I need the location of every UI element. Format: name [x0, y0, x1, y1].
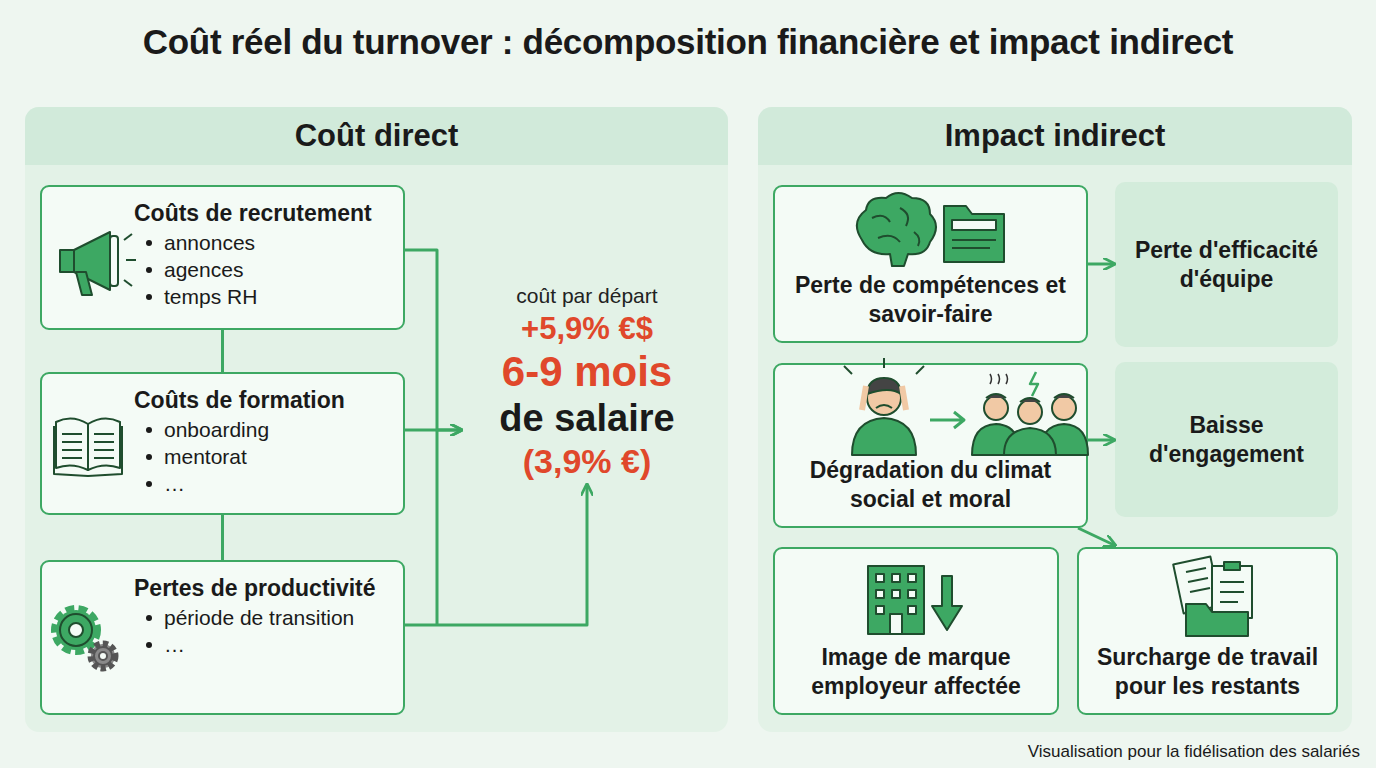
bullet-item: annonces — [134, 229, 393, 256]
bullet-text: annonces — [164, 229, 255, 256]
bullet-dot — [146, 481, 152, 487]
connector — [221, 330, 224, 372]
cost-figure: +5,9% €$ — [462, 310, 712, 348]
filled-node: Perte d'efficacité d'équipe — [1115, 182, 1338, 347]
connector — [405, 430, 587, 625]
connector — [405, 429, 460, 432]
cost-figure: de salaire — [462, 396, 712, 440]
transition-arrow — [930, 412, 964, 428]
gears-icon — [56, 610, 115, 668]
cost-node: coût par départ+5,9% €$6-9 moisde salair… — [462, 282, 712, 482]
box-label: Perte de compétences et savoir-faire — [787, 271, 1074, 329]
filled-node: Baisse d'engagement — [1115, 362, 1338, 517]
panel-node: Impact indirectPerte de compétences et s… — [758, 107, 1352, 732]
book-icon — [54, 418, 122, 476]
bullet-dot — [146, 615, 152, 621]
bullet-text: période de transition — [164, 604, 354, 631]
bullet-text: mentorat — [164, 443, 247, 470]
box-label: Surcharge de travail pour les restants — [1091, 643, 1324, 701]
bullet-item: … — [134, 470, 393, 497]
megaphone-icon — [60, 232, 136, 295]
connector — [1088, 263, 1113, 266]
bullet-item: mentorat — [134, 443, 393, 470]
box-label: Perte d'efficacité d'équipe — [1127, 236, 1326, 294]
bullet-text: temps RH — [164, 283, 257, 310]
box-heading: Pertes de productivité — [134, 574, 393, 602]
bullet-dot — [146, 267, 152, 273]
bullet-text: agences — [164, 256, 243, 283]
box-label: Dégradation du climat social et moral — [787, 456, 1074, 514]
diagram-title: Coût réel du turnover : décomposition fi… — [0, 22, 1376, 62]
connector — [1088, 439, 1113, 442]
bullet-item: … — [134, 631, 393, 658]
connector — [405, 250, 460, 430]
bullet-dot — [146, 240, 152, 246]
box-heading: Coûts de recrutement — [134, 199, 393, 227]
cost-figure: coût par départ — [462, 282, 712, 310]
bullet-item: période de transition — [134, 604, 393, 631]
building-icon — [868, 566, 962, 634]
bullet-item: temps RH — [134, 283, 393, 310]
bullet-dot — [146, 294, 152, 300]
bullet-item: onboarding — [134, 416, 393, 443]
bullet-text: … — [164, 470, 185, 497]
panel-node: Coût directCoûts de recrutementannoncesa… — [25, 107, 728, 732]
box-label: Image de marque employeur affectée — [787, 643, 1045, 701]
panel-heading: Coût direct — [25, 107, 728, 165]
caption: Visualisation pour la fidélisation des s… — [1028, 742, 1360, 762]
box-label: Baisse d'engagement — [1127, 411, 1326, 469]
box-heading: Coûts de formation — [134, 386, 393, 414]
bullet-dot — [146, 427, 152, 433]
panel-heading: Impact indirect — [758, 107, 1352, 165]
bullet-text: … — [164, 631, 185, 658]
bullet-text: onboarding — [164, 416, 269, 443]
documents-icon — [1173, 557, 1252, 636]
cost-figure: (3,9% €) — [462, 440, 712, 482]
cost-figure: 6-9 mois — [462, 348, 712, 396]
stressed-person-icon — [844, 358, 924, 455]
connector — [221, 515, 224, 560]
bottom-node: Perte de compétences et savoir-faire — [773, 185, 1088, 343]
bullet-item: agences — [134, 256, 393, 283]
group-icon — [972, 372, 1088, 455]
connector — [1078, 528, 1114, 545]
folder-icon — [944, 206, 1004, 262]
bullet-dot — [146, 454, 152, 460]
brain-icon — [857, 193, 936, 266]
bullet-dot — [146, 642, 152, 648]
